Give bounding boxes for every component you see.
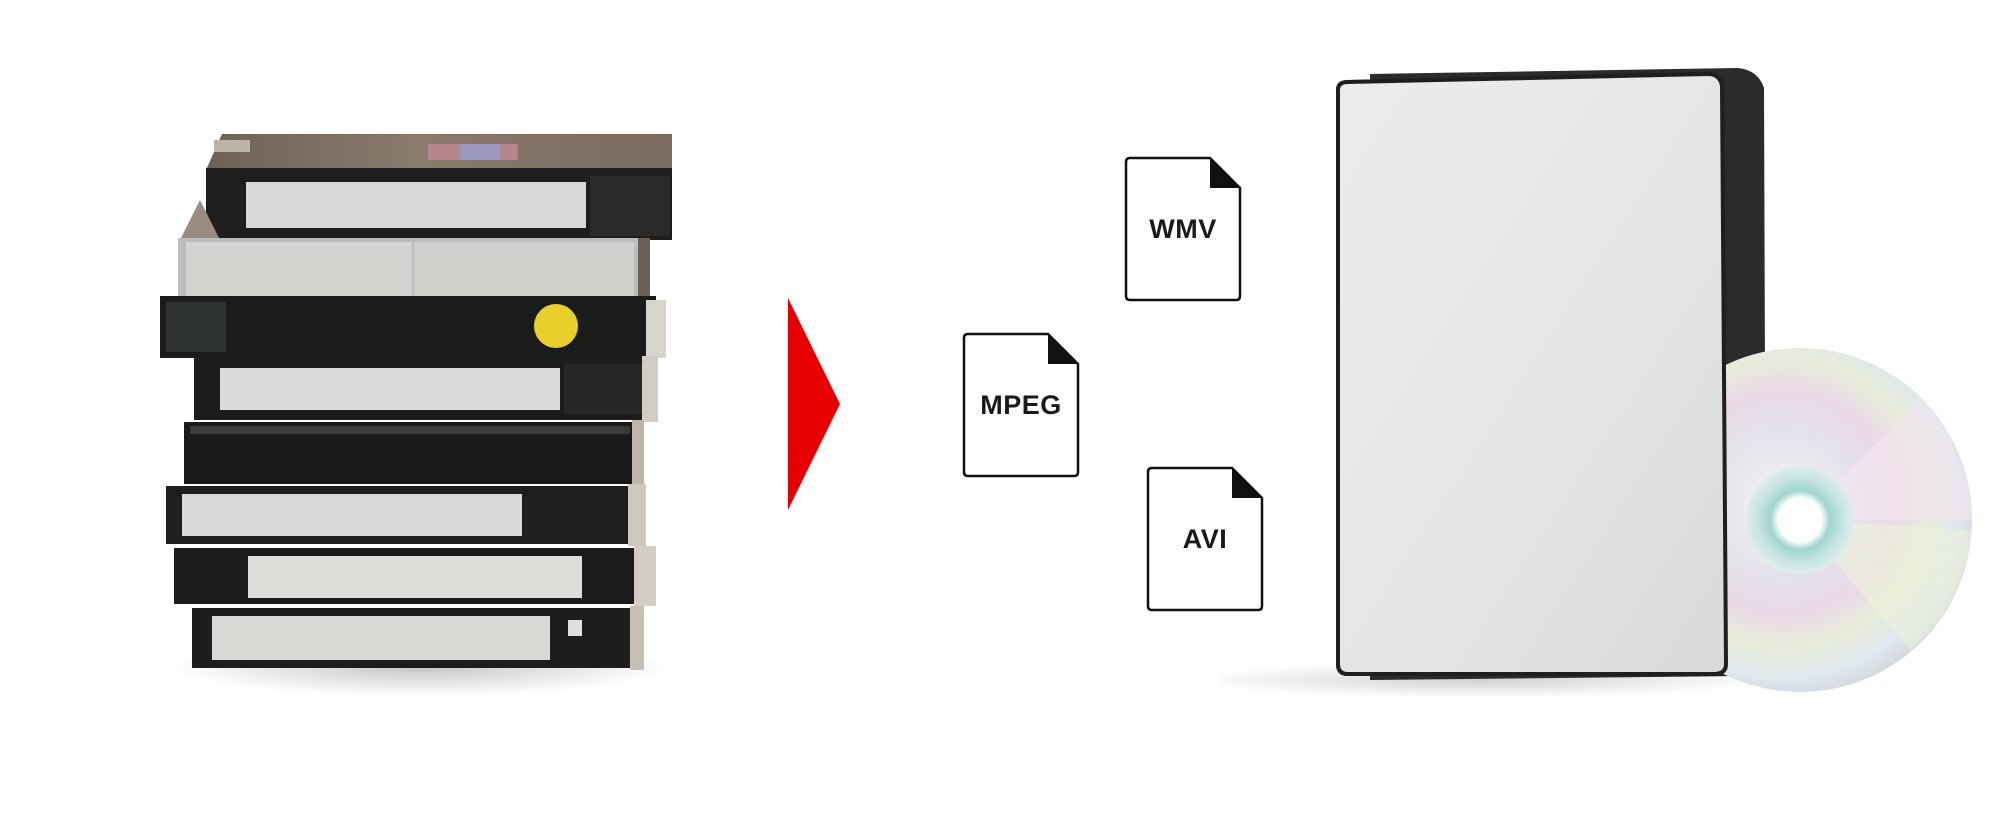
- file-format-label: AVI: [1182, 524, 1228, 554]
- file-format-label: MPEG: [980, 390, 1062, 420]
- vhs-tape: [206, 134, 672, 240]
- vhs-tape: [166, 484, 646, 546]
- vhs-tape: [160, 296, 666, 358]
- vhs-tape-stack-icon: [160, 134, 672, 696]
- file-format-label: WMV: [1149, 214, 1217, 244]
- wmv-file-icon: WMV: [1124, 156, 1242, 302]
- mpeg-file-icon: MPEG: [962, 332, 1080, 478]
- file-icon: [962, 332, 1080, 478]
- file-icon: [1146, 466, 1264, 612]
- dvd-case-icon: [1220, 68, 1972, 698]
- vhs-tape: [174, 546, 656, 606]
- avi-file-icon: AVI: [1146, 466, 1264, 612]
- right-arrow-icon: [788, 298, 840, 510]
- file-icon: [1124, 156, 1242, 302]
- vhs-tape: [194, 356, 658, 422]
- vhs-tape: [178, 200, 650, 300]
- vhs-tape: [192, 606, 644, 670]
- vhs-tape: [184, 420, 644, 486]
